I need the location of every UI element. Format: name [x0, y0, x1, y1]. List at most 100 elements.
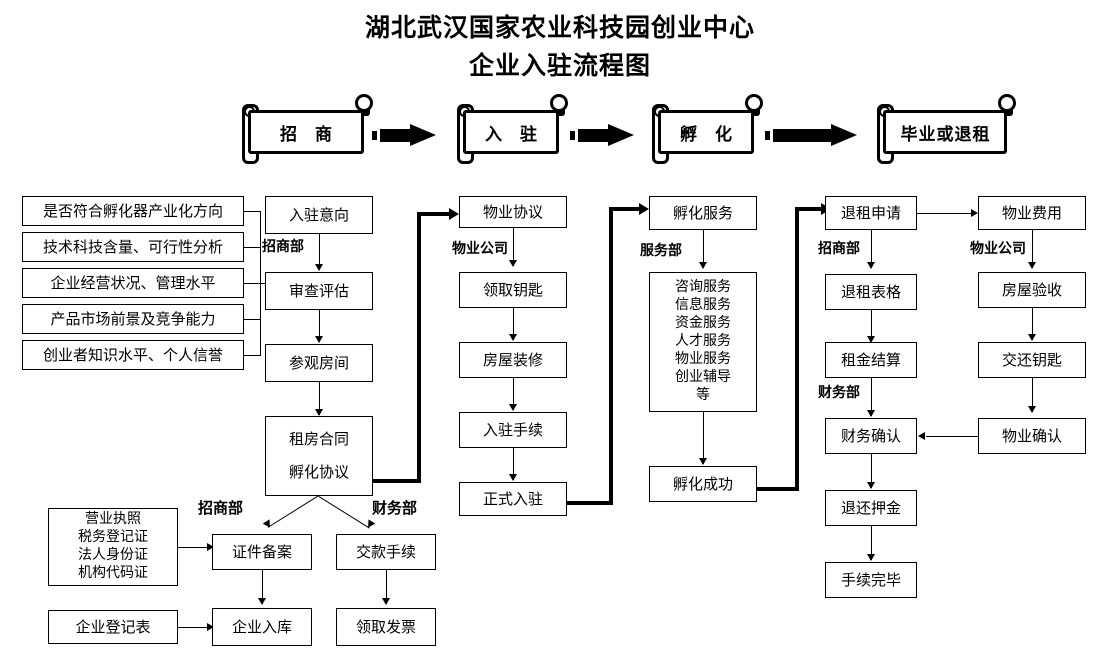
node-service-list: 咨询服务 信息服务 资金服务 人才服务 物业服务 创业辅导 等 — [649, 272, 757, 412]
connector — [386, 570, 387, 604]
dept-label-finance: 财务部 — [818, 385, 860, 401]
node-rent-settlement: 租金结算 — [825, 342, 917, 378]
dept-label-recruit: 招商部 — [262, 239, 304, 255]
page-title-line2: 企业入驻流程图 — [468, 51, 651, 80]
arrow-down-icon — [509, 404, 517, 411]
fork-line-left — [267, 495, 319, 528]
connector — [917, 213, 974, 214]
criteria-item-2: 技术科技含量、可行性分析 — [22, 232, 244, 262]
service-item-1: 咨询服务 — [675, 279, 731, 296]
arrow-down-icon — [867, 262, 875, 269]
scroll-knob-right-icon — [550, 94, 568, 112]
thick-connector — [757, 487, 799, 491]
stage-banner-incubation: 孵 化 — [650, 94, 763, 164]
dept-label-service: 服务部 — [640, 243, 682, 259]
stage-label-recruit: 招 商 — [248, 110, 364, 154]
scroll-knob-right-icon — [745, 94, 763, 112]
connector — [513, 448, 514, 480]
arrow-down-icon — [867, 410, 875, 417]
incubation-agreement-label: 孵化协议 — [288, 463, 349, 482]
service-item-7: 等 — [696, 386, 710, 403]
thick-connector — [795, 207, 799, 491]
connector — [513, 308, 514, 340]
stage-arrow-1-icon — [372, 124, 436, 146]
criteria-connector — [244, 319, 260, 320]
stage-arrow-2-icon — [570, 124, 634, 146]
dept-label-recruit-exit: 招商部 — [818, 241, 860, 257]
node-collect-keys: 领取钥匙 — [459, 272, 567, 308]
stage-label-exit: 毕业或退租 — [883, 110, 1007, 154]
arrow-left-icon — [918, 432, 925, 440]
arrow-down-icon — [867, 482, 875, 489]
connector — [926, 436, 980, 437]
node-finance-confirm: 财务确认 — [825, 418, 917, 454]
arrow-right-icon — [449, 208, 459, 220]
thick-connector — [609, 207, 641, 211]
node-return-keys: 交还钥匙 — [978, 342, 1086, 378]
thick-connector — [373, 479, 421, 483]
arrow-down-icon — [509, 334, 517, 341]
stage-arrow-3-icon — [765, 124, 860, 146]
node-house-inspection: 房屋验收 — [978, 272, 1086, 308]
arrow-right-icon — [639, 203, 649, 215]
arrow-down-icon — [1028, 262, 1036, 269]
arrow-down-icon — [1028, 406, 1036, 413]
connector — [319, 382, 320, 415]
dept-label-property-company-exit: 物业公司 — [970, 241, 1026, 257]
criteria-connector — [244, 211, 260, 212]
node-enterprise-database: 企业入库 — [212, 608, 312, 646]
dept-label-recruit-bottom: 招商部 — [198, 499, 244, 517]
service-item-2: 信息服务 — [675, 297, 731, 314]
node-property-fee: 物业费用 — [978, 196, 1086, 230]
arrow-down-icon — [509, 260, 517, 267]
thick-connector — [795, 207, 823, 211]
lease-contract-label: 租房合同 — [288, 430, 349, 449]
arrow-down-icon — [315, 264, 323, 271]
node-room-decoration: 房屋装修 — [459, 342, 567, 378]
node-exit-form: 退租表格 — [825, 274, 917, 310]
node-lease-incubation-agreement: 租房合同 孵化协议 — [265, 416, 373, 496]
stage-banner-exit: 毕业或退租 — [875, 94, 1016, 164]
criteria-connector — [244, 283, 260, 284]
criteria-connector — [244, 247, 260, 248]
criteria-item-1: 是否符合孵化器产业化方向 — [22, 196, 244, 226]
arrow-down-icon — [867, 336, 875, 343]
arrow-down-icon — [315, 409, 323, 416]
connector — [262, 570, 263, 604]
arrow-down-icon — [699, 458, 707, 465]
service-item-6: 创业辅导 — [675, 368, 731, 385]
thick-connector — [609, 207, 613, 505]
connector — [178, 627, 210, 628]
arrow-right-icon — [971, 209, 978, 217]
scroll-knob-right-icon — [355, 94, 373, 112]
dept-label-property-company: 物业公司 — [452, 241, 508, 257]
thick-connector — [417, 212, 421, 483]
node-required-documents: 营业执照 税务登记证 法人身份证 机构代码证 — [48, 508, 178, 586]
node-receive-invoice: 领取发票 — [336, 608, 436, 646]
service-item-3: 资金服务 — [675, 315, 731, 332]
node-officially-settled: 正式入驻 — [459, 482, 567, 516]
node-incubation-success: 孵化成功 — [649, 466, 757, 502]
arrow-down-icon — [1028, 334, 1036, 341]
node-movein-procedures: 入驻手续 — [459, 412, 567, 448]
stage-banner-movein: 入 驻 — [455, 94, 568, 164]
connector — [1032, 378, 1033, 412]
connector — [871, 526, 872, 560]
page-title-line1: 湖北武汉国家农业科技园创业中心 — [364, 13, 755, 42]
node-incubation-service: 孵化服务 — [649, 196, 757, 230]
connector — [871, 230, 872, 268]
node-property-agreement: 物业协议 — [459, 196, 567, 228]
fork-line-right — [318, 496, 370, 529]
connector — [319, 234, 320, 270]
connector — [703, 412, 704, 464]
connector — [513, 228, 514, 266]
node-registration-form: 企业登记表 — [48, 610, 178, 644]
connector — [703, 230, 704, 268]
connector — [1032, 308, 1033, 340]
connector — [871, 378, 872, 416]
criteria-item-5: 创业者知识水平、个人信誉 — [22, 340, 244, 370]
criteria-connector — [244, 355, 260, 356]
node-document-filing: 证件备案 — [212, 534, 312, 570]
node-property-confirm: 物业确认 — [978, 418, 1086, 454]
criteria-item-3: 企业经营状况、管理水平 — [22, 268, 244, 298]
